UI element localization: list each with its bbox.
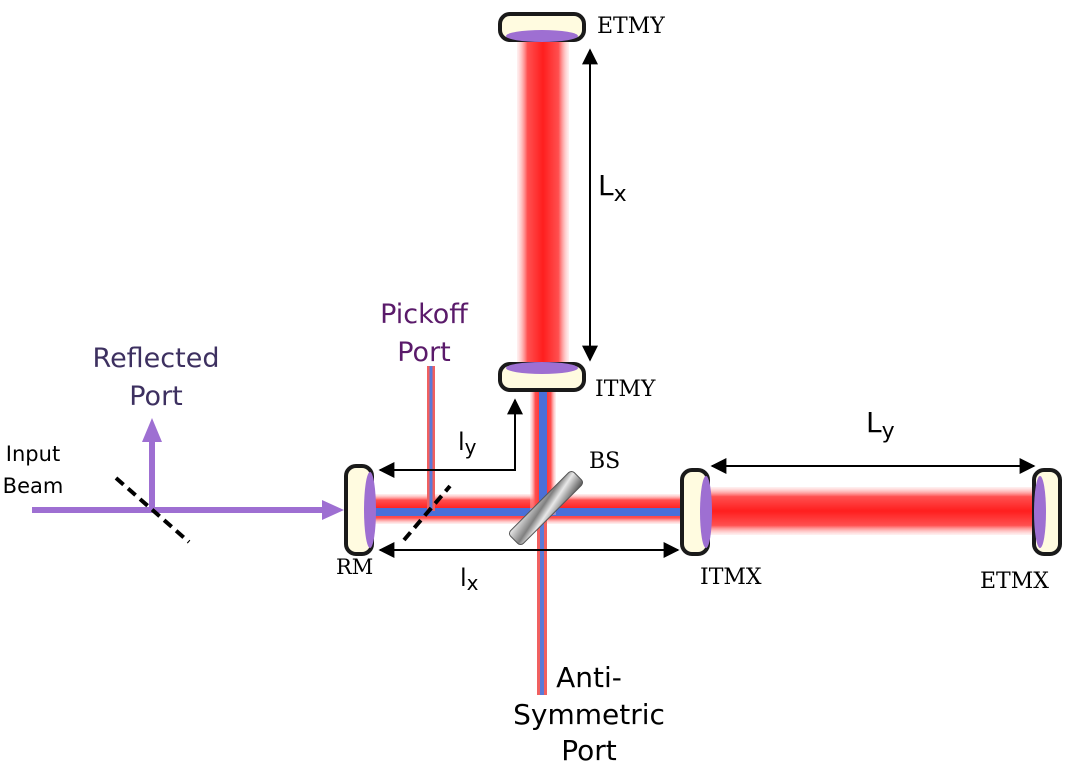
pickoff-beam-blue bbox=[429, 366, 433, 511]
input-beam-label-line1: Input bbox=[6, 442, 60, 466]
input-pickoff-mirror bbox=[114, 476, 191, 544]
antisymmetric-port-label-line1: Anti- bbox=[556, 661, 622, 694]
reflected-port-label-line1: Reflected bbox=[93, 343, 220, 374]
ly-short-label: ly bbox=[458, 428, 477, 459]
etmx-label: ETMX bbox=[980, 569, 1049, 594]
itmx-label: ITMX bbox=[700, 565, 762, 590]
ly-arm-label: Ly bbox=[866, 406, 895, 444]
antisymmetric-port-label-line3: Port bbox=[561, 734, 617, 767]
recycling-mirror bbox=[344, 464, 376, 556]
lx-arm-label: Lx bbox=[598, 169, 627, 207]
bs-label: BS bbox=[589, 449, 620, 474]
bs-to-itmy-beam-blue bbox=[539, 385, 547, 515]
antisymmetric-port-label-line2: Symmetric bbox=[513, 698, 665, 731]
x-arm-cavity-beam bbox=[705, 487, 1042, 535]
ly-short-dimension-arrow bbox=[378, 398, 523, 478]
etmx-mirror bbox=[1032, 468, 1062, 556]
input-beam-label-line2: Beam bbox=[3, 474, 64, 498]
input-beam-arrowhead bbox=[322, 500, 344, 520]
rm-label: RM bbox=[336, 555, 373, 579]
reflected-beam-arrowhead bbox=[142, 418, 162, 442]
etmy-mirror bbox=[498, 12, 586, 42]
lx-short-label: lx bbox=[460, 564, 479, 595]
itmy-label: ITMY bbox=[595, 377, 656, 402]
reflected-port-label-line2: Port bbox=[129, 381, 183, 412]
y-arm-cavity-beam bbox=[517, 32, 569, 372]
antisymmetric-beam-blue bbox=[540, 515, 544, 695]
itmy-mirror bbox=[498, 362, 586, 392]
recycling-beam-blue bbox=[368, 508, 688, 516]
pickoff-port-label-line2: Port bbox=[397, 337, 451, 368]
itmx-mirror bbox=[680, 468, 712, 556]
etmy-label: ETMY bbox=[597, 14, 665, 39]
pickoff-mirror bbox=[402, 484, 452, 542]
pickoff-port-label-line1: Pickoff bbox=[380, 299, 469, 330]
beam-splitter bbox=[508, 470, 584, 546]
